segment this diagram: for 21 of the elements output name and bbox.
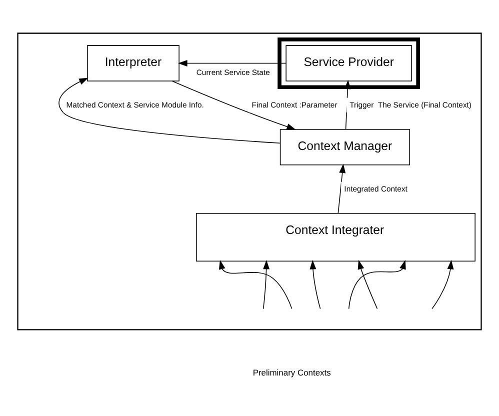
cluster — [17, 32, 482, 330]
edge-label: Final Context :Parameter — [252, 100, 338, 110]
arrow — [358, 260, 378, 310]
arrow — [218, 260, 292, 310]
arrow — [178, 60, 286, 66]
node-box: Interpreter — [87, 45, 180, 82]
edge-label: Integrated Context — [344, 184, 408, 194]
arrow — [348, 260, 406, 310]
label: Preliminary Contexts — [252, 368, 331, 378]
arrow — [262, 260, 270, 310]
node-box: Context Integrater — [196, 213, 476, 262]
edge-label: Matched Context & Service Module Info. — [66, 100, 204, 110]
arrow — [172, 80, 296, 130]
arrow — [310, 260, 321, 310]
edge-label: Trigger The Service (Final Context) — [350, 100, 472, 110]
edge-label: Current Service State — [196, 68, 270, 78]
node-box: Service Provider — [286, 45, 412, 82]
arrow — [338, 164, 346, 214]
arrow — [58, 78, 280, 144]
arrow — [432, 260, 454, 310]
node-box: Context Manager — [280, 129, 410, 166]
